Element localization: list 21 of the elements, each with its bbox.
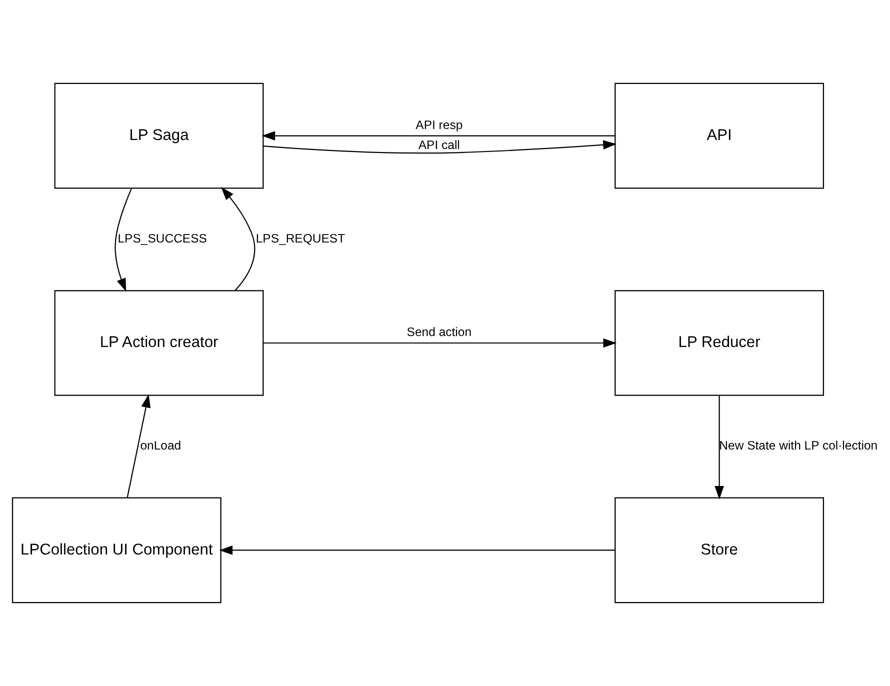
arrow [114, 188, 132, 292]
node-box: LP Reducer [614, 290, 824, 396]
edge-label: Send action [406, 325, 472, 340]
arrow [714, 396, 724, 500]
arrow [221, 186, 256, 291]
arrow [126, 394, 151, 498]
node-box: API [614, 82, 824, 189]
arrow [219, 546, 616, 555]
edge-label: API call [418, 138, 460, 152]
node-box: LP Saga [54, 82, 264, 189]
arrow [263, 338, 617, 348]
arrow [263, 140, 617, 154]
node-box: LP Action creator [54, 290, 264, 396]
edge-label: API resp [416, 118, 463, 132]
edge-label: LPS_REQUEST [256, 232, 346, 246]
edge-label: LPS_SUCCESS [118, 232, 207, 246]
node-box: Store [614, 497, 824, 604]
node-box: LPCollection UI Component [12, 497, 222, 604]
edge-label: New State with LP col·lection [719, 438, 878, 453]
edge-label: onLoad [140, 438, 182, 453]
arrow [262, 131, 615, 140]
